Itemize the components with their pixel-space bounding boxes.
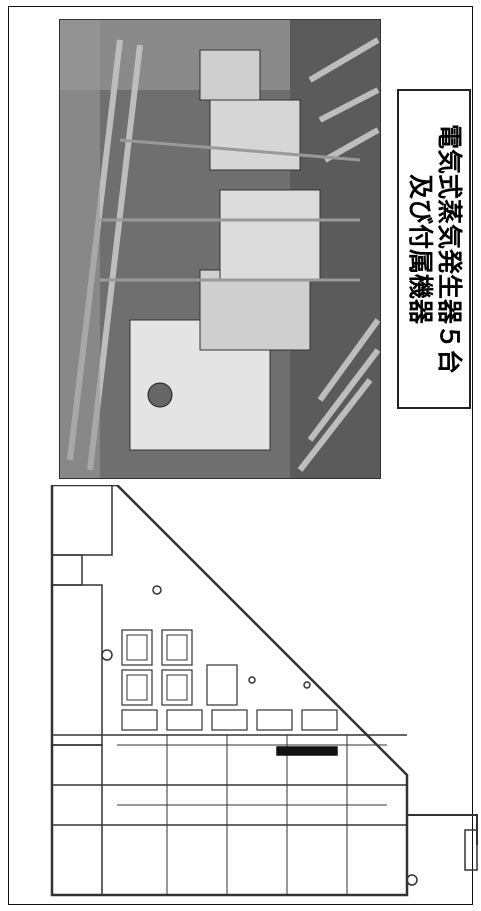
caption-line-2: 及び付属機器 bbox=[406, 173, 435, 325]
caption-text: 電気式蒸気発生器５台 及び付属機器 bbox=[405, 123, 464, 375]
page-frame: 電気式蒸気発生器５台 及び付属機器 bbox=[8, 6, 478, 905]
equipment-photo bbox=[59, 19, 381, 479]
floor-plan bbox=[47, 485, 481, 903]
caption-box: 電気式蒸気発生器５台 及び付属機器 bbox=[397, 89, 471, 409]
caption-line-1: 電気式蒸気発生器５台 bbox=[434, 123, 464, 375]
